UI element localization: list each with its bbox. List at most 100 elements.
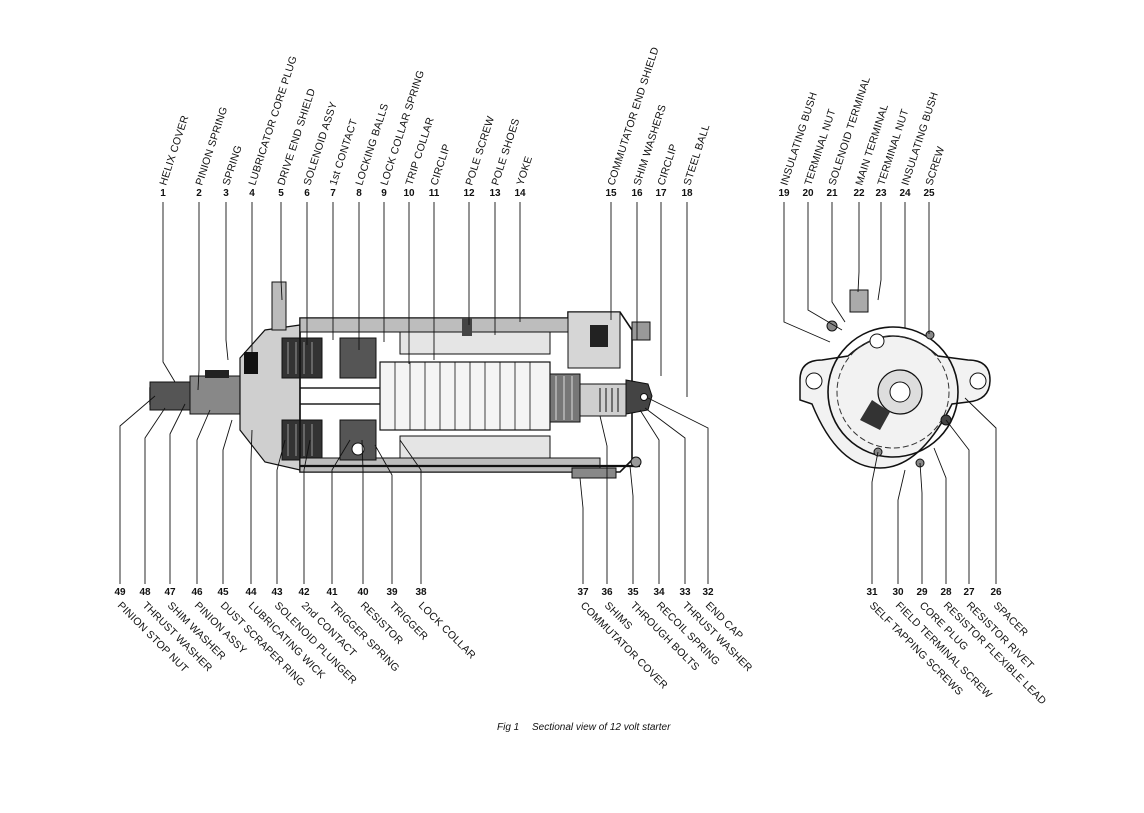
pinion-nose <box>149 381 191 411</box>
callout-number-10: 10 <box>403 188 415 199</box>
callout-number-30: 30 <box>892 587 904 598</box>
mounting-hole-left <box>805 372 823 390</box>
callout-number-27: 27 <box>963 587 975 598</box>
leader-line-26 <box>964 397 997 584</box>
leader-line-20 <box>807 202 843 331</box>
leader-line-49 <box>119 395 156 584</box>
leader-line-43 <box>276 439 286 584</box>
part-label-25: SCREW <box>923 145 947 187</box>
part-label-3: SPRING <box>220 144 244 187</box>
callout-number-42: 42 <box>298 587 310 598</box>
callout-number-45: 45 <box>217 587 229 598</box>
figure-number: Fig 1 <box>497 722 520 733</box>
leader-line-19 <box>783 202 831 343</box>
callout-number-49: 49 <box>114 587 126 598</box>
bearing-housing <box>579 383 627 417</box>
callout-number-1: 1 <box>160 188 166 199</box>
part-label-1: HELIX COVER <box>157 114 191 187</box>
leader-line-5 <box>280 202 283 301</box>
part-label-18: STEEL BALL <box>681 123 712 187</box>
part-label-11: CIRCLIP <box>428 142 453 186</box>
callout-number-16: 16 <box>631 188 643 199</box>
callout-number-14: 14 <box>514 188 526 199</box>
mounting-hole-right <box>969 372 987 390</box>
leader-line-22 <box>857 202 860 293</box>
callout-number-3: 3 <box>223 188 229 199</box>
callout-number-36: 36 <box>601 587 613 598</box>
callout-number-35: 35 <box>627 587 639 598</box>
callout-number-31: 31 <box>866 587 878 598</box>
part-label-14: YOKE <box>514 155 535 187</box>
callout-number-39: 39 <box>386 587 398 598</box>
callout-number-17: 17 <box>655 188 667 199</box>
leader-line-32 <box>647 397 709 584</box>
leader-line-42 <box>303 439 311 584</box>
leader-line-37 <box>579 477 584 584</box>
callout-number-37: 37 <box>577 587 589 598</box>
callout-number-13: 13 <box>489 188 501 199</box>
callout-number-4: 4 <box>249 188 255 199</box>
callout-number-26: 26 <box>990 587 1002 598</box>
callout-number-8: 8 <box>356 188 362 199</box>
solenoid-terminal-stud <box>826 320 838 332</box>
leader-line-40 <box>361 439 364 584</box>
terminal-stud <box>631 321 651 341</box>
callout-number-24: 24 <box>899 188 911 199</box>
callout-number-41: 41 <box>326 587 338 598</box>
leader-line-27 <box>945 419 970 584</box>
callout-number-23: 23 <box>875 188 887 199</box>
callout-number-34: 34 <box>653 587 665 598</box>
leader-line-39 <box>374 444 393 584</box>
callout-number-32: 32 <box>702 587 714 598</box>
leader-line-44 <box>250 429 253 584</box>
solenoid-winding-bottom <box>281 419 323 461</box>
callout-number-19: 19 <box>778 188 790 199</box>
leader-line-1 <box>162 202 176 383</box>
leader-line-47 <box>169 403 186 584</box>
callout-number-29: 29 <box>916 587 928 598</box>
callout-number-46: 46 <box>191 587 203 598</box>
callout-number-12: 12 <box>463 188 475 199</box>
callout-number-2: 2 <box>196 188 202 199</box>
pole-screw <box>462 318 472 336</box>
bearing-centre <box>889 381 911 403</box>
callout-number-18: 18 <box>681 188 693 199</box>
callout-number-47: 47 <box>164 587 176 598</box>
leader-line-36 <box>599 415 608 584</box>
leader-line-35 <box>629 465 634 584</box>
leader-line-31 <box>871 451 879 584</box>
main-terminal-stud <box>849 289 869 313</box>
callout-number-20: 20 <box>802 188 814 199</box>
leader-line-23 <box>877 202 882 301</box>
lubricator-plug <box>244 352 258 374</box>
callout-number-43: 43 <box>271 587 283 598</box>
callout-number-33: 33 <box>679 587 691 598</box>
end-view <box>799 289 991 469</box>
callout-number-44: 44 <box>245 587 257 598</box>
leader-line-30 <box>897 469 906 584</box>
leader-line-2 <box>197 202 200 391</box>
commutator <box>549 373 581 423</box>
callout-number-7: 7 <box>330 188 336 199</box>
solenoid-winding-top <box>281 337 323 379</box>
leader-line-33 <box>644 407 686 584</box>
commutator-cover <box>571 467 617 479</box>
callout-number-5: 5 <box>278 188 284 199</box>
brush-box <box>860 400 890 430</box>
part-label-17: CIRCLIP <box>655 142 680 186</box>
callout-number-48: 48 <box>139 587 151 598</box>
callout-number-9: 9 <box>381 188 387 199</box>
pole-shoe-bottom <box>399 435 551 459</box>
callout-number-15: 15 <box>605 188 617 199</box>
leader-line-28 <box>933 447 947 584</box>
callout-number-6: 6 <box>304 188 310 199</box>
figure-caption: Fig 1 Sectional view of 12 volt starter <box>497 722 680 733</box>
steel-ball <box>640 393 648 401</box>
leader-line-41 <box>331 439 351 584</box>
leader-lines <box>119 202 997 584</box>
callout-number-38: 38 <box>415 587 427 598</box>
callout-number-22: 22 <box>853 188 865 199</box>
callout-number-21: 21 <box>826 188 838 199</box>
callout-number-11: 11 <box>429 188 440 199</box>
